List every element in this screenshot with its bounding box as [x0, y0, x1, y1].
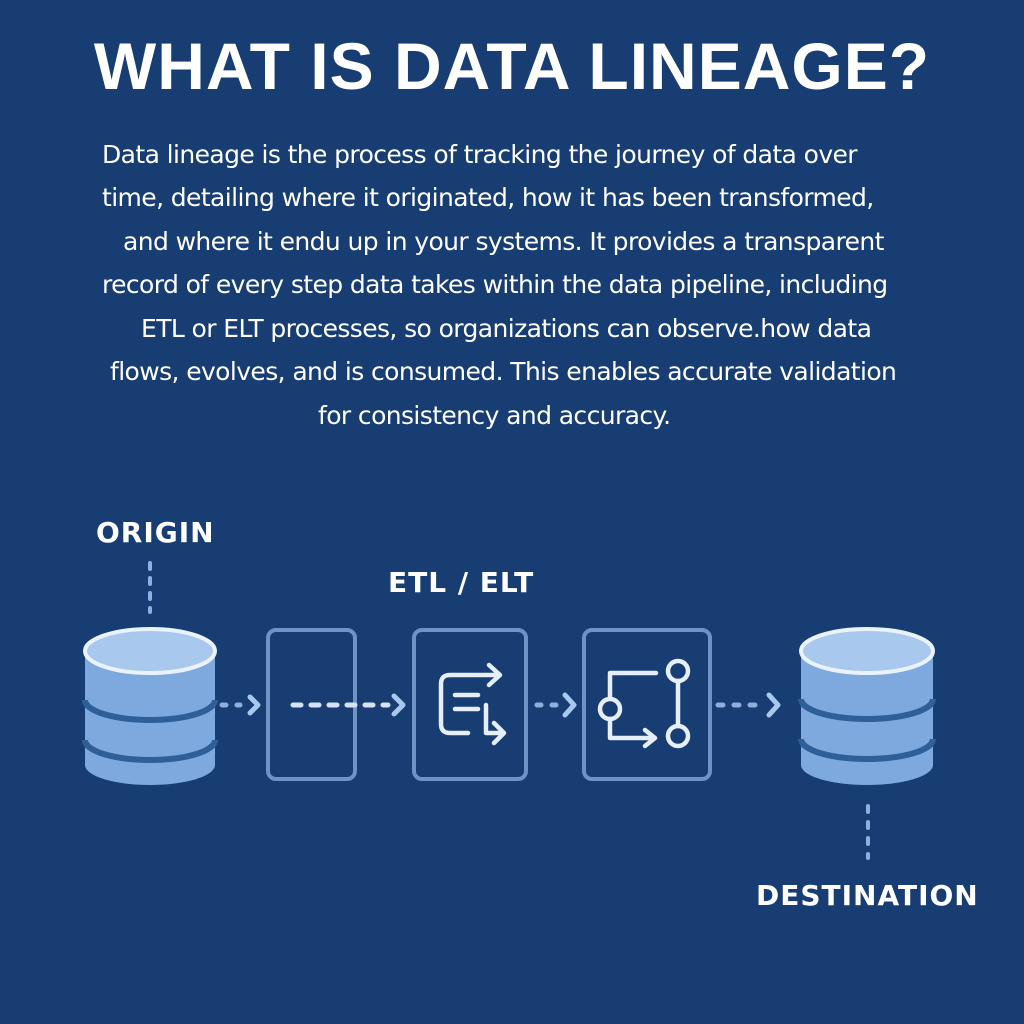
description-line: and where it endu up in your systems. It…	[123, 227, 884, 256]
transform-arrows-icon	[438, 662, 507, 746]
origin-database-icon	[82, 627, 218, 785]
page-title: WHAT IS DATA LINEAGE?	[93, 29, 931, 103]
etl-elt-label: ETL / ELT	[388, 566, 535, 599]
pipeline-stage-3	[582, 628, 712, 781]
description-line: Data lineage is the process of tracking …	[102, 140, 858, 169]
flow-arrow	[534, 692, 577, 718]
description-line: time, detailing where it originated, how…	[102, 183, 874, 212]
destination-database-icon	[798, 627, 936, 785]
flow-arrow	[715, 692, 781, 718]
pipeline-stage-2	[412, 628, 528, 781]
description-line: record of every step data takes within t…	[102, 270, 888, 299]
pipeline-stage-1	[266, 628, 406, 781]
branch-flow-icon	[597, 658, 691, 749]
origin-label: ORIGIN	[96, 516, 215, 549]
destination-label: DESTINATION	[756, 879, 979, 912]
description-line: ETL or ELT processes, so organizations c…	[141, 314, 872, 343]
description-line: flows, evolves, and is consumed. This en…	[110, 357, 897, 386]
description-line: for consistency and accuracy.	[318, 401, 671, 430]
flow-arrow	[219, 694, 261, 716]
